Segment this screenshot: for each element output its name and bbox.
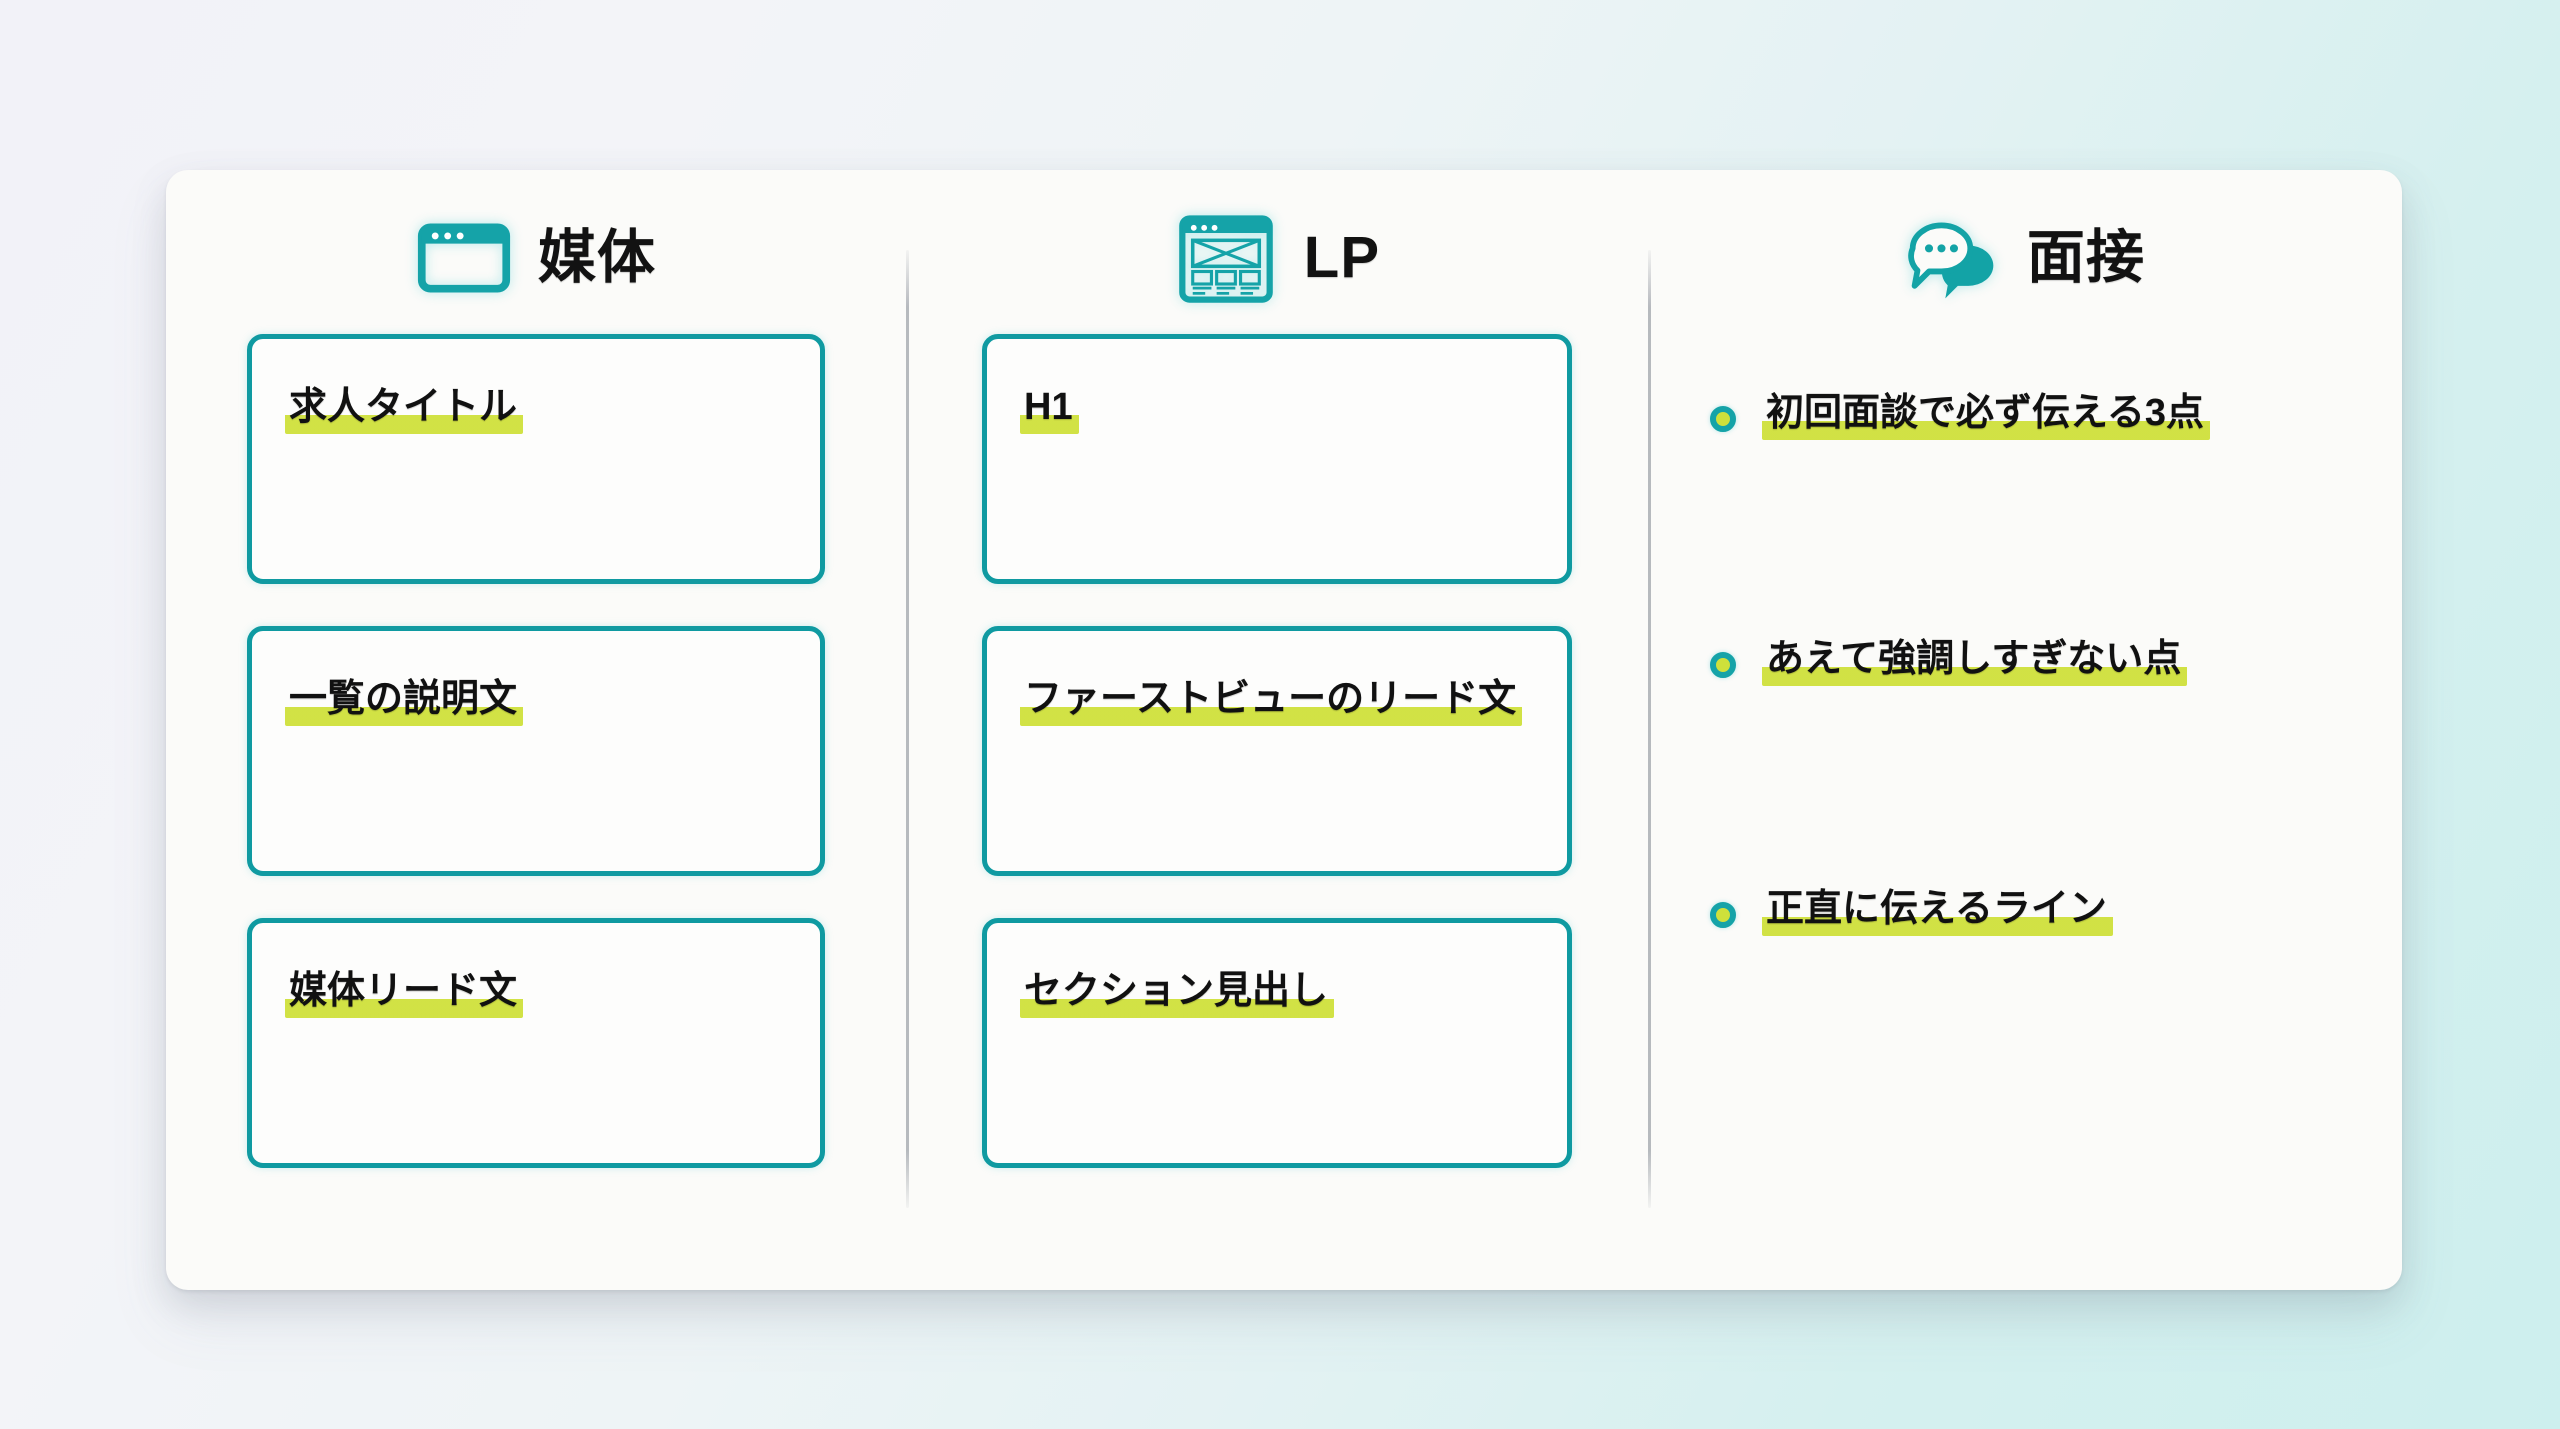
highlighted-text: 求人タイトル	[285, 386, 524, 434]
card-lp-3[interactable]: セクション見出し	[982, 918, 1572, 1168]
card-label: ファーストビューのリード文	[1020, 678, 1523, 726]
card-label: 一覧の説明文	[285, 678, 524, 726]
bullet-list-interview: 初回面談で必ず伝える3点 あえて強調しすぎない点 正直に伝えるライン	[1648, 366, 2402, 1116]
card-label: H1	[1020, 386, 1079, 434]
three-column-layout: 媒体 求人タイトル 一覧の説明文 媒体リード文	[166, 170, 2402, 1290]
column-header-media: 媒体	[166, 170, 906, 320]
card-list-lp: H1 ファーストビューのリード文 セクション見出し	[906, 334, 1648, 1168]
column-title-lp: LP	[1303, 225, 1381, 290]
column-divider-2	[1648, 250, 1651, 1208]
card-media-2[interactable]: 一覧の説明文	[247, 626, 825, 876]
column-header-lp: LP	[906, 170, 1648, 320]
card-lp-1[interactable]: H1	[982, 334, 1572, 584]
card-label: 求人タイトル	[285, 386, 524, 434]
bullet-item-3[interactable]: 正直に伝えるライン	[1710, 866, 2402, 1116]
column-media: 媒体 求人タイトル 一覧の説明文 媒体リード文	[166, 170, 906, 1290]
card-lp-2[interactable]: ファーストビューのリード文	[982, 626, 1572, 876]
browser-window-icon	[417, 223, 510, 293]
bullet-item-1[interactable]: 初回面談で必ず伝える3点	[1710, 366, 2402, 616]
bullet-dot-icon	[1710, 652, 1736, 678]
bullet-label: 初回面談で必ず伝える3点	[1762, 392, 2210, 440]
highlighted-text: 媒体リード文	[285, 970, 524, 1018]
column-interview: 面接 初回面談で必ず伝える3点 あえて強調しすぎない点 正直に伝えるライン	[1648, 170, 2402, 1290]
card-media-3[interactable]: 媒体リード文	[247, 918, 825, 1168]
content-panel: 媒体 求人タイトル 一覧の説明文 媒体リード文	[166, 170, 2402, 1290]
column-title-media: 媒体	[537, 225, 657, 290]
bullet-label: 正直に伝えるライン	[1762, 888, 2113, 936]
bullet-label: あえて強調しすぎない点	[1762, 638, 2188, 686]
highlighted-text: 初回面談で必ず伝える3点	[1762, 392, 2210, 440]
speech-bubbles-icon	[1908, 222, 1994, 299]
highlighted-text: H1	[1020, 386, 1079, 434]
highlighted-text: 正直に伝えるライン	[1762, 888, 2113, 936]
landing-page-wireframe-icon	[1178, 215, 1273, 303]
column-lp: LP H1 ファーストビューのリード文 セクション見出し	[906, 170, 1648, 1290]
highlighted-text: ファーストビューのリード文	[1020, 678, 1523, 726]
column-title-interview: 面接	[2026, 225, 2146, 290]
bullet-dot-icon	[1710, 902, 1736, 928]
highlighted-text: あえて強調しすぎない点	[1762, 638, 2188, 686]
column-header-interview: 面接	[1648, 170, 2402, 320]
card-media-1[interactable]: 求人タイトル	[247, 334, 825, 584]
bullet-item-2[interactable]: あえて強調しすぎない点	[1710, 616, 2402, 866]
card-list-media: 求人タイトル 一覧の説明文 媒体リード文	[166, 334, 906, 1168]
highlighted-text: 一覧の説明文	[285, 678, 524, 726]
bullet-dot-icon	[1710, 406, 1736, 432]
highlighted-text: セクション見出し	[1020, 970, 1335, 1018]
card-label: 媒体リード文	[285, 970, 524, 1018]
card-label: セクション見出し	[1020, 970, 1335, 1018]
column-divider-1	[906, 250, 909, 1208]
